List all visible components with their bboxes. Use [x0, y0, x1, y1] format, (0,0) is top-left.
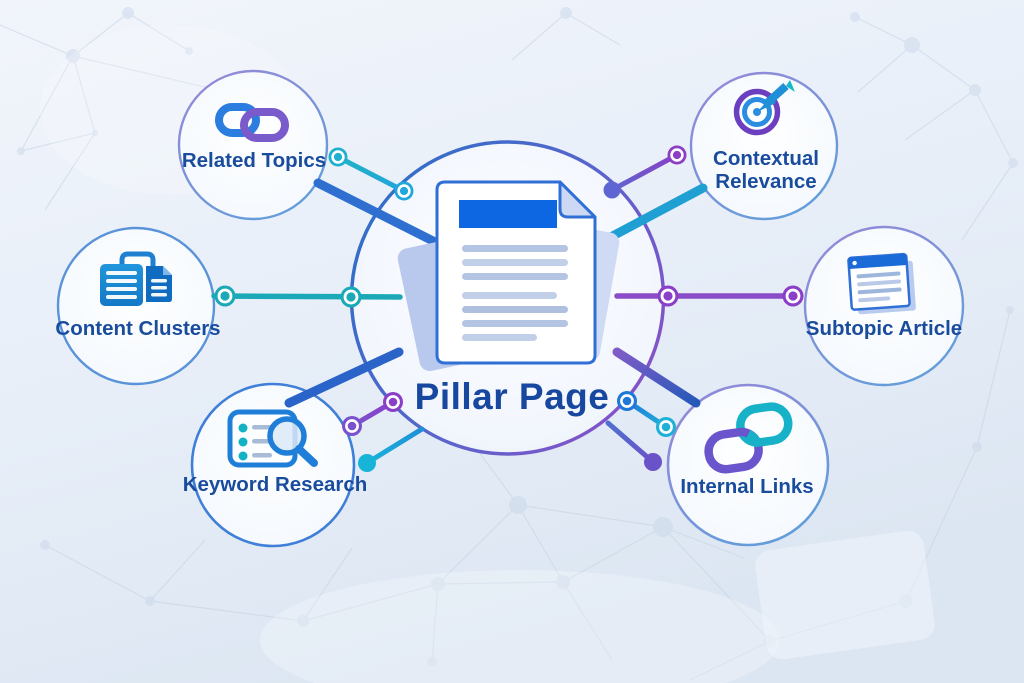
ring-dot	[394, 181, 414, 201]
ring-dot	[328, 147, 348, 167]
ring-dot	[667, 145, 687, 165]
connector-keyword-research-cyan	[364, 426, 425, 466]
solid-dot	[644, 453, 662, 471]
connector-internal-links-purple	[605, 420, 656, 465]
ring-dot	[340, 286, 362, 308]
subtopic-article-label: Subtopic Article	[806, 317, 962, 340]
browser-window-icon	[847, 252, 916, 315]
contextual-relevance-circle	[689, 71, 839, 221]
keyword-research-label: Keyword Research	[183, 473, 368, 496]
related-topics-circle	[177, 69, 329, 221]
linked-chain-icon	[215, 103, 289, 142]
doc-text-lines	[462, 245, 568, 341]
contextual-relevance-label-line2: Relevance	[715, 170, 816, 193]
connector-internal-links-thick	[612, 347, 701, 408]
list-magnifier-icon	[227, 409, 318, 468]
connector-keyword-research-thick	[284, 347, 404, 408]
pillar-document-icon	[397, 180, 620, 372]
solid-dot	[358, 454, 376, 472]
connector-related-topics-thick	[313, 178, 442, 248]
doc-header-bar	[459, 200, 557, 228]
connector-dots	[214, 145, 804, 472]
ring-dot	[657, 285, 679, 307]
connector-content-clusters	[211, 293, 403, 300]
ring-dot	[214, 285, 236, 307]
connector-contextual-relevance-thick	[602, 183, 708, 244]
ring-dot	[656, 417, 676, 437]
related-topics-label: Related Topics	[182, 149, 326, 172]
ring-dot	[617, 391, 637, 411]
document-stack-icon	[100, 251, 172, 306]
target-dart-icon	[733, 80, 795, 136]
background-soft-patches	[40, 25, 935, 683]
chain-links-icon	[704, 402, 793, 474]
connector-related-topics	[335, 154, 407, 194]
content-clusters-label: Content Clusters	[55, 317, 220, 340]
internal-links-label: Internal Links	[680, 475, 813, 498]
connector-lines	[211, 152, 796, 466]
ring-dot	[342, 416, 362, 436]
ring-dot	[782, 285, 804, 307]
ring-dot	[383, 392, 403, 412]
pillar-page-label: Pillar Page	[415, 376, 610, 417]
solid-dot	[603, 181, 621, 199]
connector-contextual-relevance	[609, 152, 680, 193]
contextual-relevance-label-line1: Contextual	[713, 147, 819, 170]
